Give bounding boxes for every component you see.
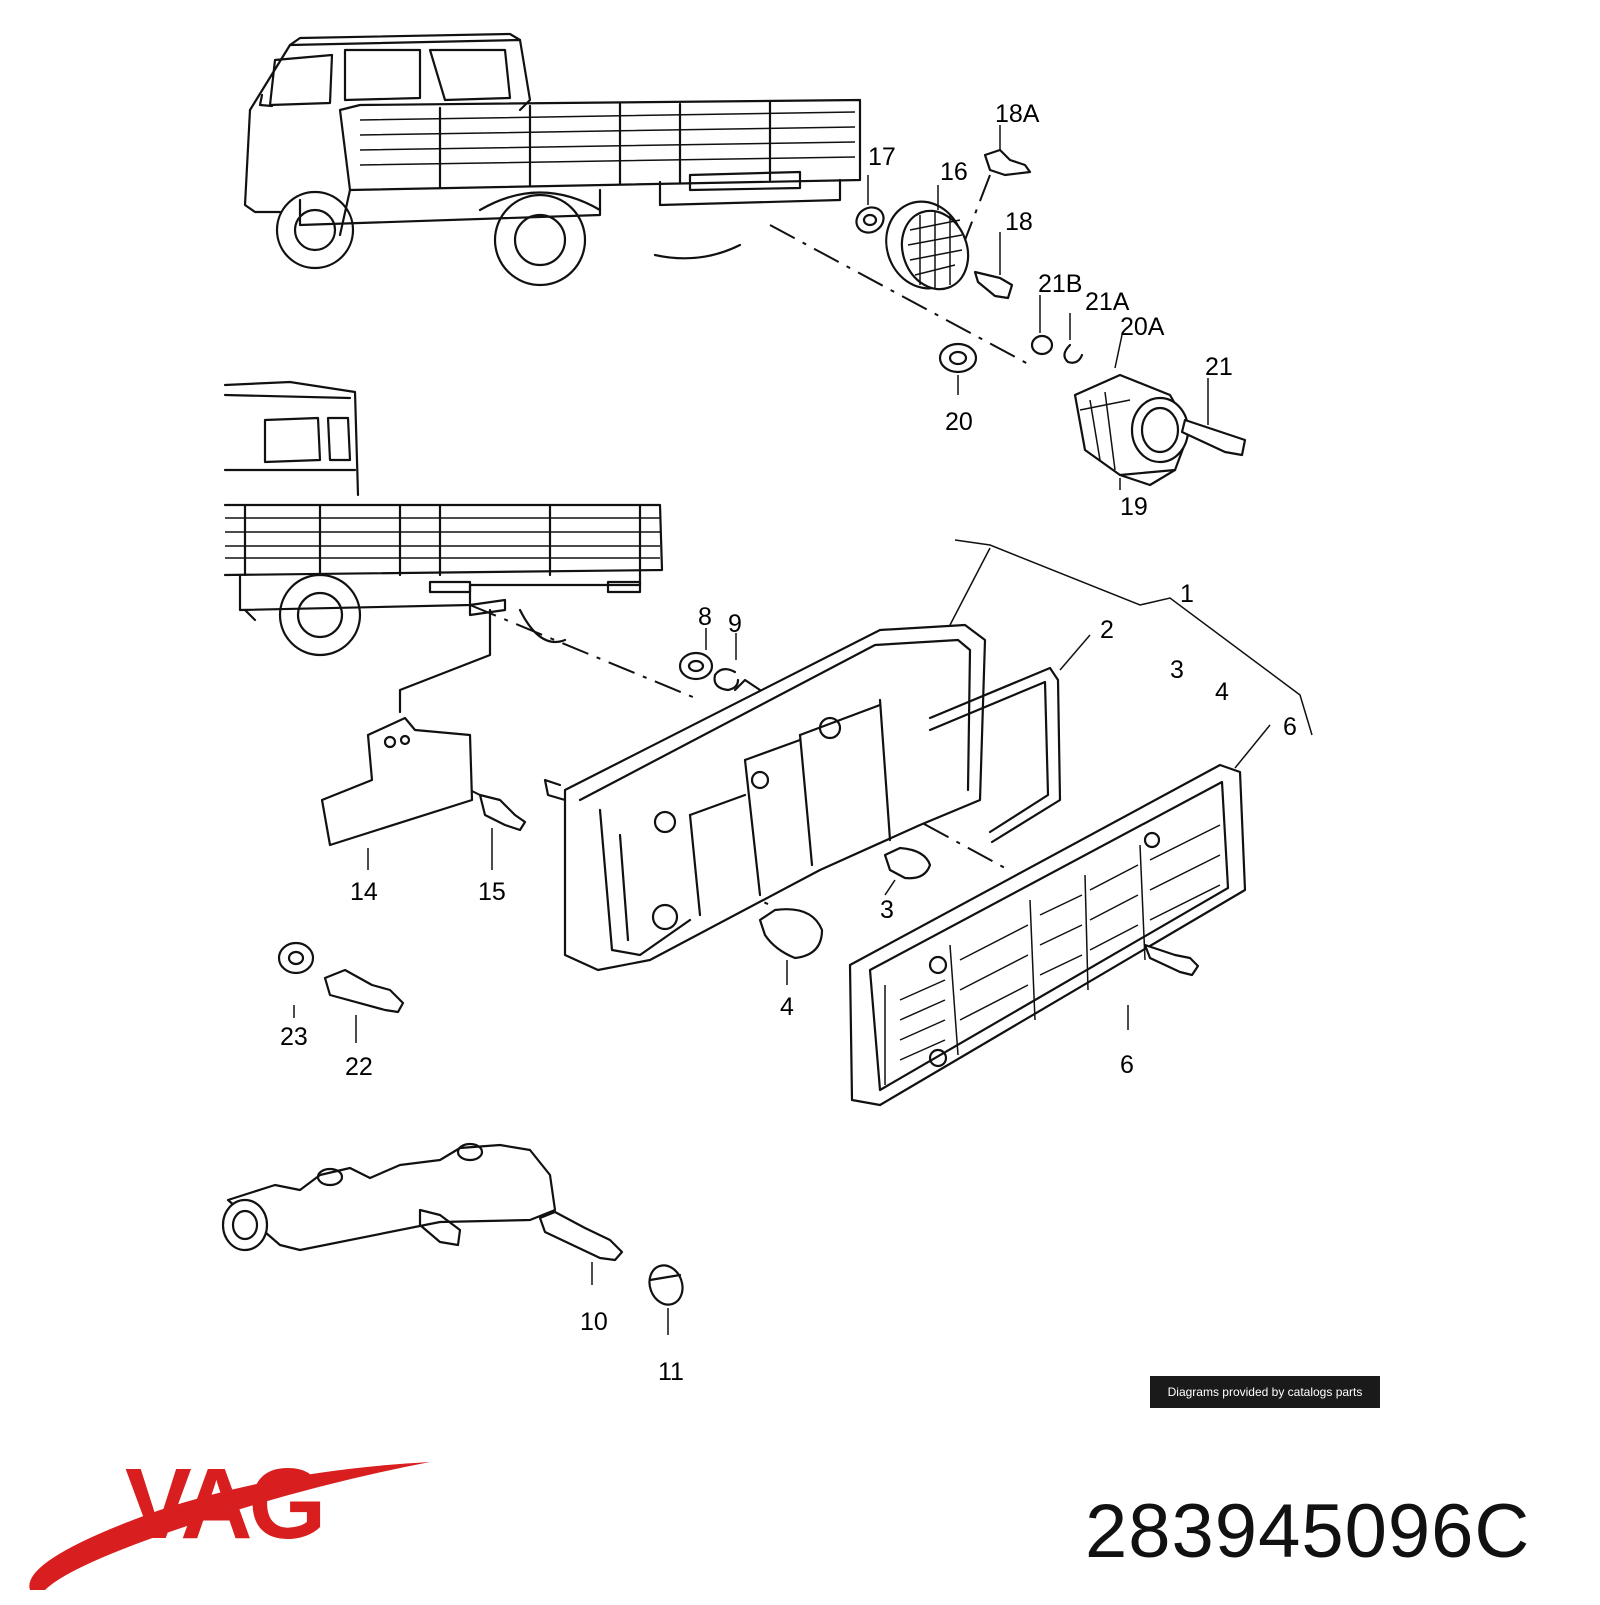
callout-3: 3 bbox=[880, 896, 894, 924]
master-cylinder bbox=[221, 1142, 557, 1252]
logo-wordmark: VAG bbox=[125, 1448, 322, 1560]
callout-21: 21 bbox=[1205, 353, 1233, 381]
leader-2 bbox=[1059, 634, 1091, 671]
bolt-21 bbox=[1180, 418, 1247, 457]
screw-18 bbox=[973, 270, 1014, 300]
callout-16: 16 bbox=[940, 158, 968, 186]
vag-logo: VAG bbox=[29, 1448, 430, 1590]
callout-8: 8 bbox=[698, 603, 712, 631]
bolt-18A bbox=[983, 148, 1032, 177]
nut-23 bbox=[277, 941, 315, 975]
bulb-15 bbox=[478, 793, 527, 832]
callout-21A: 21A bbox=[1085, 288, 1130, 316]
diagram-credit-badge: Diagrams provided by catalogs parts bbox=[1150, 1376, 1380, 1408]
callout-21B: 21B bbox=[1038, 270, 1082, 298]
nut-21B bbox=[1030, 334, 1054, 356]
axis-line-mid-1 bbox=[469, 604, 701, 701]
switch-10 bbox=[538, 1210, 624, 1262]
callout-9: 9 bbox=[728, 610, 742, 638]
bulb-3 bbox=[883, 846, 932, 880]
truck-middle-illustration bbox=[223, 380, 664, 657]
gasket-2 bbox=[928, 666, 1062, 844]
grommet-20 bbox=[938, 342, 978, 374]
leader-3 bbox=[884, 879, 896, 896]
callout-15: 15 bbox=[478, 878, 506, 906]
axis-line-bolt bbox=[964, 174, 991, 241]
washer-21A bbox=[1063, 343, 1084, 364]
callout-6-top: 6 bbox=[1283, 713, 1297, 741]
callout-3-group: 3 bbox=[1170, 656, 1184, 684]
callout-18: 18 bbox=[1005, 208, 1033, 236]
callout-18A: 18A bbox=[995, 100, 1040, 128]
leader-14-bracket bbox=[398, 608, 492, 714]
truck-top-illustration bbox=[243, 32, 862, 287]
washer-9 bbox=[713, 668, 740, 692]
callout-2: 2 bbox=[1100, 616, 1114, 644]
callout-20A: 20A bbox=[1120, 313, 1165, 341]
callout-17: 17 bbox=[868, 143, 896, 171]
callout-4-group: 4 bbox=[1215, 678, 1229, 706]
callout-10: 10 bbox=[580, 1308, 608, 1336]
callout-4: 4 bbox=[780, 993, 794, 1021]
lens-6 bbox=[848, 763, 1247, 1107]
leader-20A bbox=[1114, 334, 1123, 369]
callout-6-bottom: 6 bbox=[1120, 1051, 1134, 1079]
callout-14: 14 bbox=[350, 878, 378, 906]
screw-6 bbox=[1143, 943, 1200, 977]
lamp-16 bbox=[885, 200, 970, 291]
callout-20: 20 bbox=[945, 408, 973, 436]
cap-11 bbox=[648, 1264, 684, 1306]
leader-1-housing bbox=[949, 547, 991, 626]
callout-11: 11 bbox=[658, 1358, 684, 1386]
leader-group-1 bbox=[954, 539, 1313, 736]
leader-6-top bbox=[1234, 724, 1271, 769]
bracket-14 bbox=[320, 716, 474, 847]
nut-8 bbox=[678, 651, 714, 681]
lamp-assembly-19 bbox=[1073, 373, 1192, 487]
grommet-17 bbox=[855, 206, 885, 234]
callout-23: 23 bbox=[280, 1023, 308, 1051]
callout-22: 22 bbox=[345, 1053, 373, 1081]
bulb-4 bbox=[758, 908, 824, 960]
callout-1: 1 bbox=[1180, 580, 1194, 608]
switch-22 bbox=[323, 968, 405, 1014]
part-number: 283945096C bbox=[1085, 1489, 1531, 1574]
callout-19: 19 bbox=[1120, 493, 1148, 521]
lamp-housing-1 bbox=[543, 623, 987, 972]
